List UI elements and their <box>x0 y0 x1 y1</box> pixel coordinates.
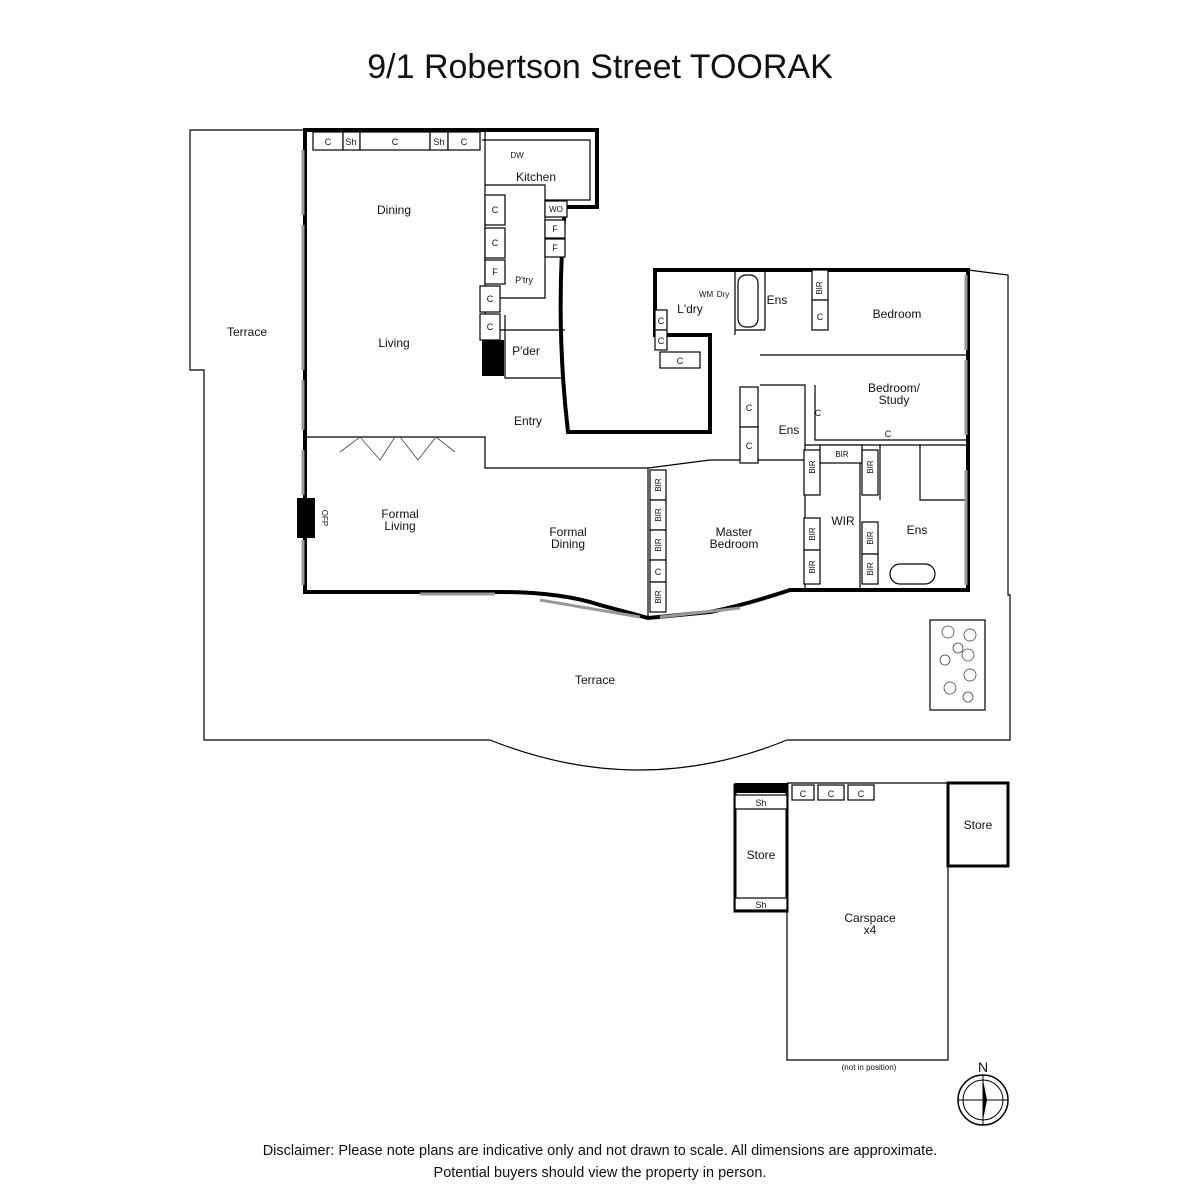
plan-label: DW <box>510 151 524 160</box>
plan-label: Bedroom <box>710 537 759 551</box>
fireplace <box>297 498 315 538</box>
room-dining: Dining <box>377 203 411 217</box>
room-living: Living <box>378 336 409 350</box>
room-ensuite-3: Ens <box>907 523 928 537</box>
plan-label: BIR <box>654 538 663 552</box>
plan-label: BIR <box>808 527 817 541</box>
room-bedroom: Bedroom <box>873 307 922 321</box>
room-powder: P'der <box>512 344 540 358</box>
exterior-walls <box>303 128 970 621</box>
plan-title: 9/1 Robertson Street TOORAK <box>367 48 833 86</box>
plan-label: Sh <box>433 137 444 147</box>
room-labels: Terrace Dining Living Kitchen P'try P'de… <box>227 170 927 687</box>
plan-label: C <box>828 789 835 799</box>
plan-label: F <box>552 224 558 234</box>
plan-label: C <box>325 137 332 147</box>
plan-label: BIR <box>808 460 817 474</box>
plan-label: Sh <box>345 137 356 147</box>
kitchen-top-cupboards: C Sh C Sh C <box>312 131 481 151</box>
plan-label: Living <box>384 519 415 533</box>
plan-label: BIR <box>654 478 663 492</box>
plan-label: C <box>677 356 684 366</box>
disclaimer-line-1: Disclaimer: Please note plans are indica… <box>262 1143 938 1159</box>
room-pantry: P'try <box>515 275 533 285</box>
plan-label: WO <box>549 205 563 214</box>
plan-label: C <box>461 137 468 147</box>
plan-label: C <box>487 322 494 332</box>
room-wir: WIR <box>831 514 855 528</box>
plan-label: C <box>658 336 665 346</box>
room-bedroom-study-2: Study <box>879 393 910 407</box>
north-compass-icon: N <box>957 1059 1009 1126</box>
plan-label: C <box>492 205 499 215</box>
plan-label: C <box>815 408 822 418</box>
plan-label: C <box>800 789 807 799</box>
carpark: Sh Sh C C C Store Store Carspace x4 (not… <box>733 781 1010 1072</box>
room-laundry: L'dry <box>677 302 703 316</box>
plan-label: N <box>978 1059 988 1075</box>
plan-label: C <box>392 137 399 147</box>
plan-label: C <box>658 316 665 326</box>
room-formal-living: Formal <box>381 507 418 521</box>
plan-label: C <box>885 429 892 439</box>
room-ensuite-1: Ens <box>767 293 788 307</box>
plan-label: C <box>655 567 662 577</box>
room-terrace-west: Terrace <box>227 325 267 339</box>
plan-label: C <box>492 238 499 248</box>
plan-label: Sh <box>755 900 766 910</box>
plan-label: BIR <box>866 531 875 545</box>
plan-label: F <box>492 267 498 277</box>
plan-label: BIR <box>866 562 875 576</box>
room-store-right: Store <box>964 818 993 832</box>
laundry-fixtures: C C C WM Dry <box>654 274 759 369</box>
plan-label: Dry <box>717 290 729 299</box>
room-store-left: Store <box>747 848 776 862</box>
plan-label: WM <box>699 290 714 299</box>
bedroom-wing-fixtures: BIR C C C C C <box>739 269 892 464</box>
plan-label: C <box>817 312 824 322</box>
plan-label: C <box>858 789 865 799</box>
terrace-outline <box>189 129 1011 771</box>
plan-label: Dining <box>551 537 585 551</box>
plan-label: BIR <box>654 508 663 522</box>
windows <box>301 150 968 619</box>
room-entry: Entry <box>514 414 542 428</box>
plan-label: C <box>746 441 753 451</box>
planter <box>929 619 986 711</box>
plan-label: BIR <box>808 560 817 574</box>
plan-label: BIR <box>866 460 875 474</box>
plan-label: F <box>552 243 558 253</box>
master-bir-fixtures: BIR BIR BIR C BIR BIR BIR BIR BIR BIR BI… <box>649 444 936 613</box>
plan-label: BIR <box>654 590 663 604</box>
plan-label: C <box>487 294 494 304</box>
disclaimer: Disclaimer: Please note plans are indica… <box>0 1140 1200 1184</box>
folding-doors <box>339 436 456 461</box>
plan-label: BIR <box>815 281 824 295</box>
plan-label: x4 <box>864 923 877 937</box>
kitchen-cabinets: C C F C C WO F F DW <box>479 151 568 341</box>
disclaimer-line-2: Potential buyers should view the propert… <box>433 1165 767 1181</box>
room-formal-dining: Formal <box>549 525 586 539</box>
fireplace-label: OFP <box>320 510 329 526</box>
room-bedroom-study: Bedroom/ <box>868 381 921 395</box>
room-ensuite-2: Ens <box>779 423 800 437</box>
room-terrace-south: Terrace <box>575 673 615 687</box>
room-kitchen: Kitchen <box>516 170 556 184</box>
room-carspace: Carspace <box>844 911 896 925</box>
room-master-bedroom: Master <box>716 525 753 539</box>
not-in-position-note: (not in position) <box>842 1063 897 1072</box>
dark-wall-block <box>482 340 504 376</box>
plan-label: C <box>746 403 753 413</box>
plan-label: Sh <box>755 798 766 808</box>
plan-label: BIR <box>835 450 849 459</box>
